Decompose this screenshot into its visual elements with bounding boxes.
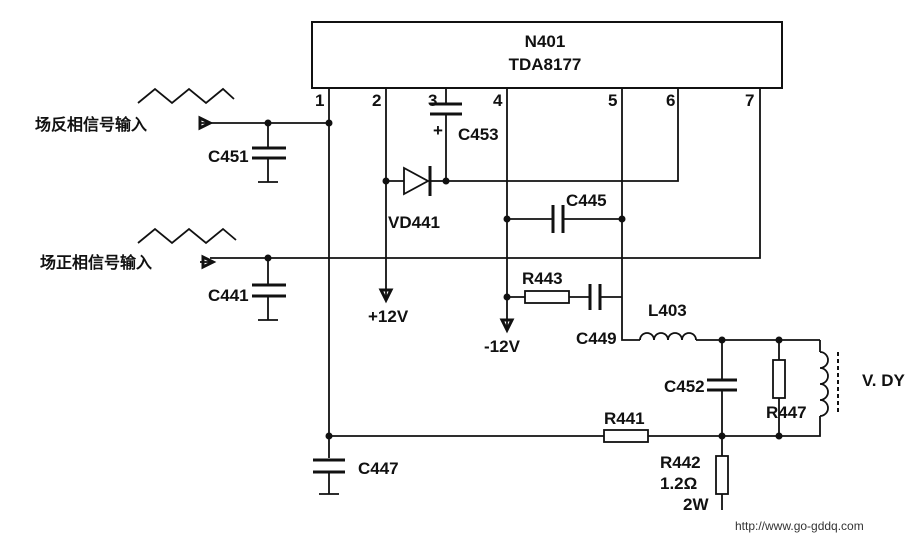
pin-7-label: 7 <box>745 91 754 110</box>
normal-input-arrow <box>201 254 217 270</box>
c445-plates <box>551 205 565 233</box>
c453-label: C453 <box>458 125 499 144</box>
c449-plates <box>588 284 602 310</box>
c452-plates <box>707 378 737 392</box>
ic-part-number: TDA8177 <box>509 55 582 74</box>
r441-label: R441 <box>604 409 645 428</box>
vd441-triangle <box>403 166 430 196</box>
yoke-coil <box>819 351 829 417</box>
junction-c441 <box>264 254 272 262</box>
c447-plates <box>313 458 345 474</box>
minus12v-label: -12V <box>484 337 521 356</box>
yoke-label: V. DY <box>862 371 906 390</box>
watermark-url: http://www.go-gddq.com <box>735 519 864 533</box>
plus12v-arrow <box>378 288 394 304</box>
inverted-input-arrow <box>198 115 214 131</box>
plus12v-label: +12V <box>368 307 409 326</box>
c445-label: C445 <box>566 191 607 210</box>
c441-label: C441 <box>208 286 249 305</box>
pin-3-label: 3 <box>428 91 437 110</box>
c447-ground <box>319 472 339 495</box>
ic-body <box>311 21 783 89</box>
pin-5-wire <box>621 88 640 341</box>
c451-ground <box>258 158 278 183</box>
c451-label: C451 <box>208 147 249 166</box>
pin-6-wire <box>446 88 679 182</box>
r442-label: R442 <box>660 453 701 472</box>
r442-power: 2W <box>683 495 709 514</box>
junction-c451 <box>264 119 272 127</box>
pin-1-label: 1 <box>315 91 324 110</box>
c441-plates <box>252 283 286 298</box>
r441-body <box>603 429 649 443</box>
r447-body <box>772 359 786 399</box>
minus12v-arrow <box>499 318 515 334</box>
pin-4-label: 4 <box>493 91 503 110</box>
r447-label: R447 <box>766 403 807 422</box>
c447-label: C447 <box>358 459 399 478</box>
c449-label: C449 <box>576 329 617 348</box>
junction-pin1-input <box>325 119 333 127</box>
r443-body <box>524 290 570 304</box>
c441-ground <box>258 296 278 321</box>
r443-label: R443 <box>522 269 563 288</box>
inverted-input-sawtooth <box>137 87 235 105</box>
vd441-label: VD441 <box>388 213 440 232</box>
r442-body <box>715 455 729 495</box>
l403-label: L403 <box>648 301 687 320</box>
pin-6-label: 6 <box>666 91 675 110</box>
normal-input-label: 场正相信号输入 <box>40 253 152 272</box>
yoke-lead-bottom <box>722 416 821 437</box>
c452-label: C452 <box>664 377 705 396</box>
pin-2-label: 2 <box>372 91 381 110</box>
pin-7-wire <box>210 88 761 259</box>
l403-coil <box>639 332 697 341</box>
normal-input-sawtooth <box>137 227 237 245</box>
r442-value: 1.2Ω <box>660 474 697 493</box>
inverted-input-label: 场反相信号输入 <box>35 115 147 134</box>
c451-plates <box>252 146 286 160</box>
ic-designator: N401 <box>525 32 566 51</box>
pin-5-label: 5 <box>608 91 617 110</box>
c453-polarity: + <box>433 121 443 140</box>
